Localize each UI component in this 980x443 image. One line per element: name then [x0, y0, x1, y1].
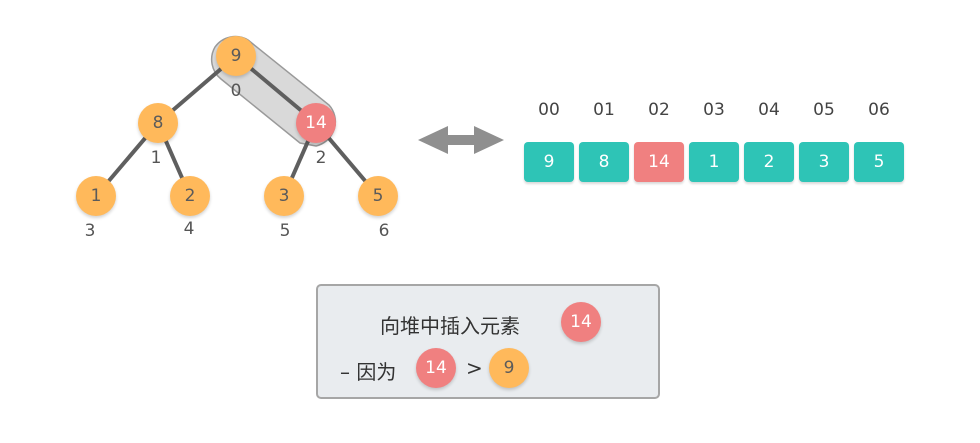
tree-node-6: 5	[358, 176, 398, 216]
info-box: 向堆中插入元素 14 – 因为 14 > 9	[316, 284, 660, 399]
array-cell-4: 2	[744, 142, 794, 182]
array-header-05: 05	[813, 100, 835, 120]
tree-node-2: 14	[296, 103, 336, 143]
tree-index-6: 6	[378, 221, 390, 241]
info-reason-label: – 因为	[340, 360, 397, 384]
array-cell-1: 8	[579, 142, 629, 182]
info-title: 向堆中插入元素	[380, 314, 520, 338]
tree-node-4: 2	[170, 176, 210, 216]
tree-node-0: 9	[216, 36, 256, 76]
array-header-02: 02	[648, 100, 670, 120]
array-header-00: 00	[538, 100, 560, 120]
array-cell-0: 9	[524, 142, 574, 182]
array-cell-6: 5	[854, 142, 904, 182]
tree-index-4: 4	[183, 219, 195, 239]
array-cell-5: 3	[799, 142, 849, 182]
tree-index-1: 1	[150, 148, 162, 168]
tree-node-3: 1	[76, 176, 116, 216]
tree-index-3: 3	[84, 221, 96, 241]
array-cell-2: 14	[634, 142, 684, 182]
tree-node-1: 8	[138, 103, 178, 143]
info-compare-operator: >	[466, 356, 483, 380]
double-arrow-icon	[418, 126, 504, 154]
info-compare-left: 14	[416, 348, 456, 388]
tree-index-0: 0	[230, 81, 242, 101]
info-compare-right: 9	[489, 348, 529, 388]
tree-index-5: 5	[279, 221, 291, 241]
tree-node-5: 3	[264, 176, 304, 216]
array-cell-3: 1	[689, 142, 739, 182]
array-header-06: 06	[868, 100, 890, 120]
tree-index-2: 2	[315, 148, 327, 168]
info-title-badge: 14	[561, 302, 601, 342]
array-header-03: 03	[703, 100, 725, 120]
array-header-01: 01	[593, 100, 615, 120]
array-header-04: 04	[758, 100, 780, 120]
